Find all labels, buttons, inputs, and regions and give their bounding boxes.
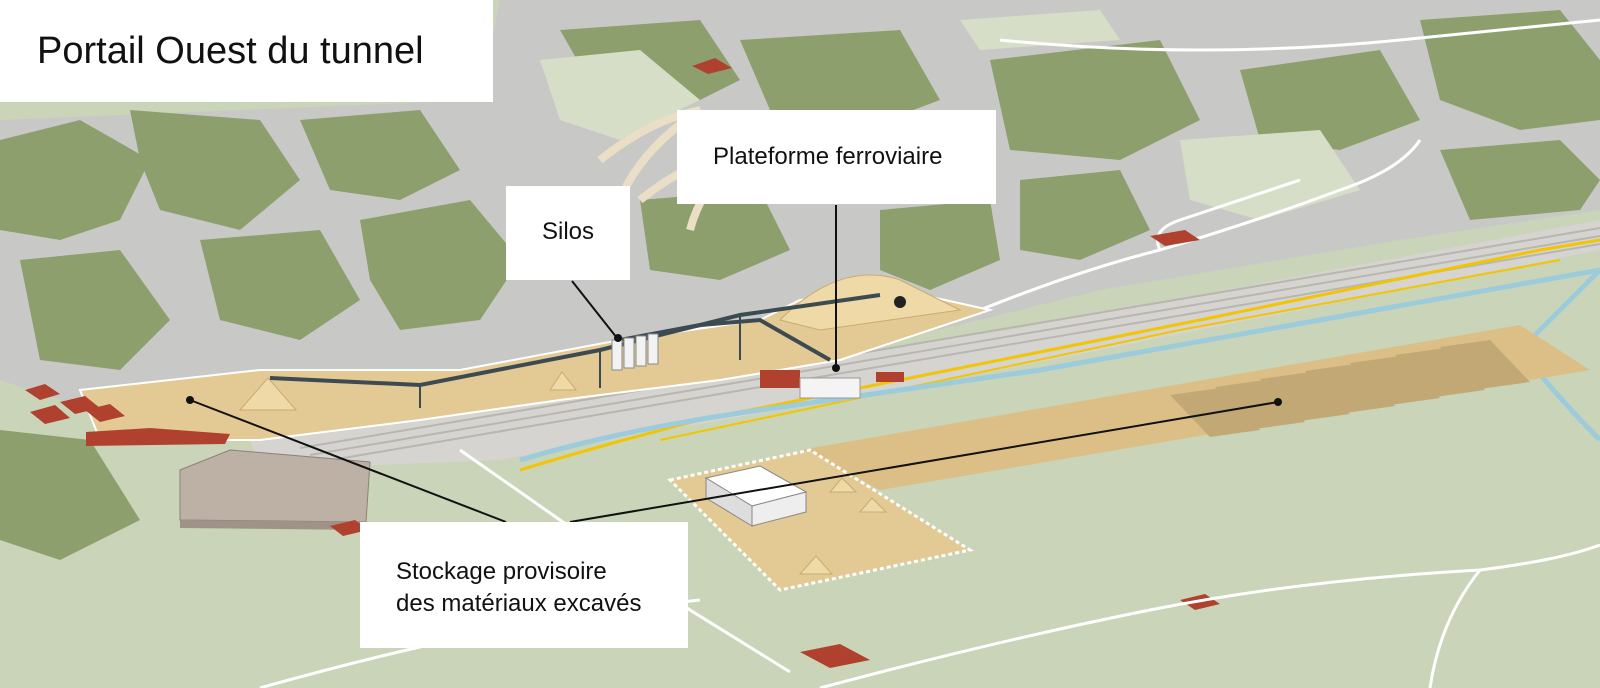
storage-marker-right: [1274, 398, 1282, 406]
platform-label-box: Plateforme ferroviaire: [677, 110, 996, 204]
storage-leader-line-right: [569, 401, 1279, 523]
platform-marker: [832, 364, 840, 372]
depot-hall: [704, 465, 808, 527]
forest-patches: [0, 10, 1600, 560]
construction-site: [78, 288, 994, 441]
platform-label: Plateforme ferroviaire: [713, 143, 943, 170]
industrial-building: [179, 449, 371, 530]
rail-line-yellow-2: [659, 259, 1561, 441]
silos-label: Silos: [542, 218, 595, 245]
silos-marker: [614, 334, 622, 342]
storage-leader-line-left: [189, 399, 507, 523]
depot-heaps: [798, 477, 888, 575]
page-title: Portail Ouest du tunnel: [37, 30, 424, 72]
storage-label-box: Stockage provisoire des matériaux excavé…: [360, 522, 688, 648]
silos-leader-line: [571, 280, 618, 339]
slope-meadows: [540, 10, 1360, 220]
spoil-heaps: [238, 274, 962, 411]
tunnel-portal: [894, 296, 906, 308]
title-box: Portail Ouest du tunnel: [0, 0, 493, 102]
storage-label-line-2: des matériaux excavés: [396, 590, 642, 617]
silos: [611, 333, 659, 371]
leader-lines: [189, 205, 1279, 523]
conveyor-supports: [419, 315, 741, 408]
silos-label-box: Silos: [506, 186, 630, 280]
leader-dots: [186, 334, 1282, 406]
storage-marker-left: [186, 396, 194, 404]
storage-label-line-1: Stockage provisoire: [396, 558, 607, 585]
river: [519, 267, 1600, 463]
rail-platform-buildings: [760, 370, 904, 399]
